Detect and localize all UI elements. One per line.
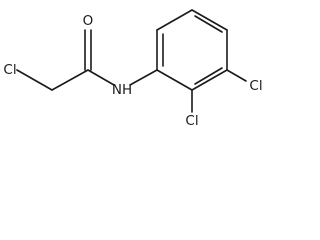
bond-nitrogen-ring xyxy=(129,69,158,86)
atom-label-cl-ring-3: Cl xyxy=(249,78,262,94)
ring-bond-2 xyxy=(156,9,193,31)
ring-bond-6 xyxy=(156,69,193,91)
bond-cl-ch2 xyxy=(16,69,53,91)
atom-label-cl-chloromethyl: Cl xyxy=(3,62,16,78)
bond-ring-cl-3 xyxy=(226,69,247,82)
atom-label-o-carbonyl: O xyxy=(83,13,94,29)
ring-bond-3 xyxy=(191,9,228,31)
bond-carbonyl-nitrogen xyxy=(87,69,115,86)
bond-ch2-carbonyl xyxy=(51,69,89,91)
atom-label-n-amide: NH xyxy=(112,82,132,98)
chemical-structure: Cl O NH Cl Cl xyxy=(3,9,263,129)
ring-inner-bond-3 xyxy=(194,67,223,85)
ring-bond-5 xyxy=(191,69,228,91)
atom-label-cl-ring-2: Cl xyxy=(185,113,198,129)
ring-inner-bond-2 xyxy=(194,15,223,33)
